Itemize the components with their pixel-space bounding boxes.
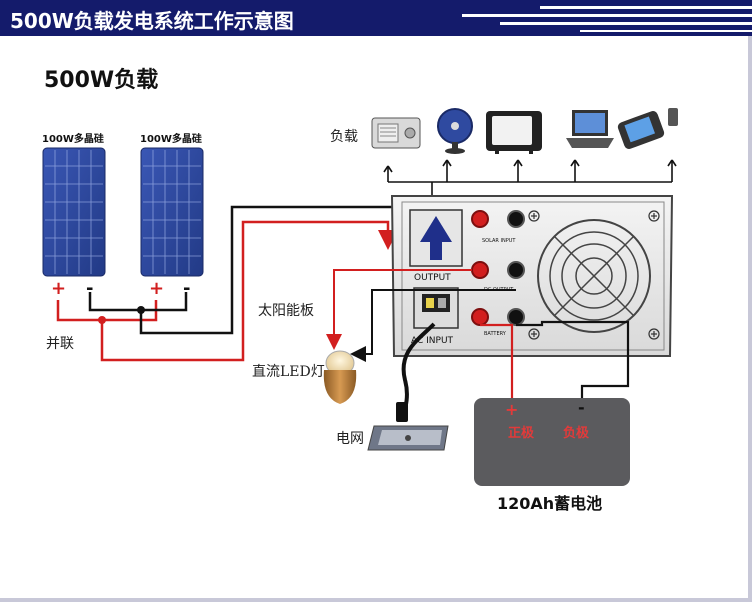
header-stripe xyxy=(540,6,752,9)
header-stripe xyxy=(580,30,752,32)
battery-wiring xyxy=(480,320,630,398)
panel-1-plus: + xyxy=(51,278,67,299)
panel-2-plus: + xyxy=(149,278,165,299)
page-title: 500W负载发电系统工作示意图 xyxy=(10,9,294,33)
battery-port-label: BATTERY xyxy=(484,331,506,337)
fan-icon xyxy=(437,108,473,154)
battery-body xyxy=(474,398,630,486)
ac-input-label: AC INPUT xyxy=(411,336,454,346)
led-wiring xyxy=(326,269,516,362)
panel-1-minus: - xyxy=(86,278,94,299)
panel-1-label: 100W多晶硅 xyxy=(42,134,104,145)
load-bus xyxy=(383,159,677,198)
battery-positive-label: 正极 xyxy=(508,426,535,441)
grid-label: 电网 xyxy=(336,431,364,447)
frame-edge xyxy=(0,598,752,602)
battery-name: 120Ah蓄电池 xyxy=(497,494,603,513)
load-label: 负载 xyxy=(330,129,358,145)
dc-output-label: DC OUTPUT xyxy=(484,287,514,293)
header-stripe xyxy=(462,14,752,17)
subtitle: 500W负载 xyxy=(44,68,159,93)
battery-negative-symbol: - xyxy=(578,398,585,417)
wall-socket-icon xyxy=(367,425,449,451)
red-junction-node xyxy=(98,316,106,324)
solar-panel-label: 太阳能板 xyxy=(258,303,314,319)
phone-icon xyxy=(617,108,678,149)
panel-wiring xyxy=(56,205,528,362)
output-label: OUTPUT xyxy=(414,273,451,283)
panel-2-minus: - xyxy=(183,278,191,299)
grid-plug-icon xyxy=(396,322,436,422)
led-bulb-icon xyxy=(323,350,357,404)
battery-positive-symbol: + xyxy=(505,400,519,419)
radio-icon xyxy=(371,117,421,149)
laptop-icon xyxy=(566,110,614,148)
parallel-label: 并联 xyxy=(46,336,74,352)
solar-panel-1 xyxy=(42,147,106,277)
header-stripe xyxy=(500,22,752,25)
inverter-unit xyxy=(390,195,674,357)
black-junction-node xyxy=(137,306,145,314)
frame-edge xyxy=(748,36,752,602)
panel-2-label: 100W多晶硅 xyxy=(140,134,202,145)
solar-panel-2 xyxy=(140,147,204,277)
tv-icon xyxy=(486,111,542,154)
solar-input-label: SOLAR INPUT xyxy=(482,238,516,244)
battery-negative-label: 负极 xyxy=(563,426,590,441)
dc-led-label: 直流LED灯 xyxy=(252,364,325,380)
